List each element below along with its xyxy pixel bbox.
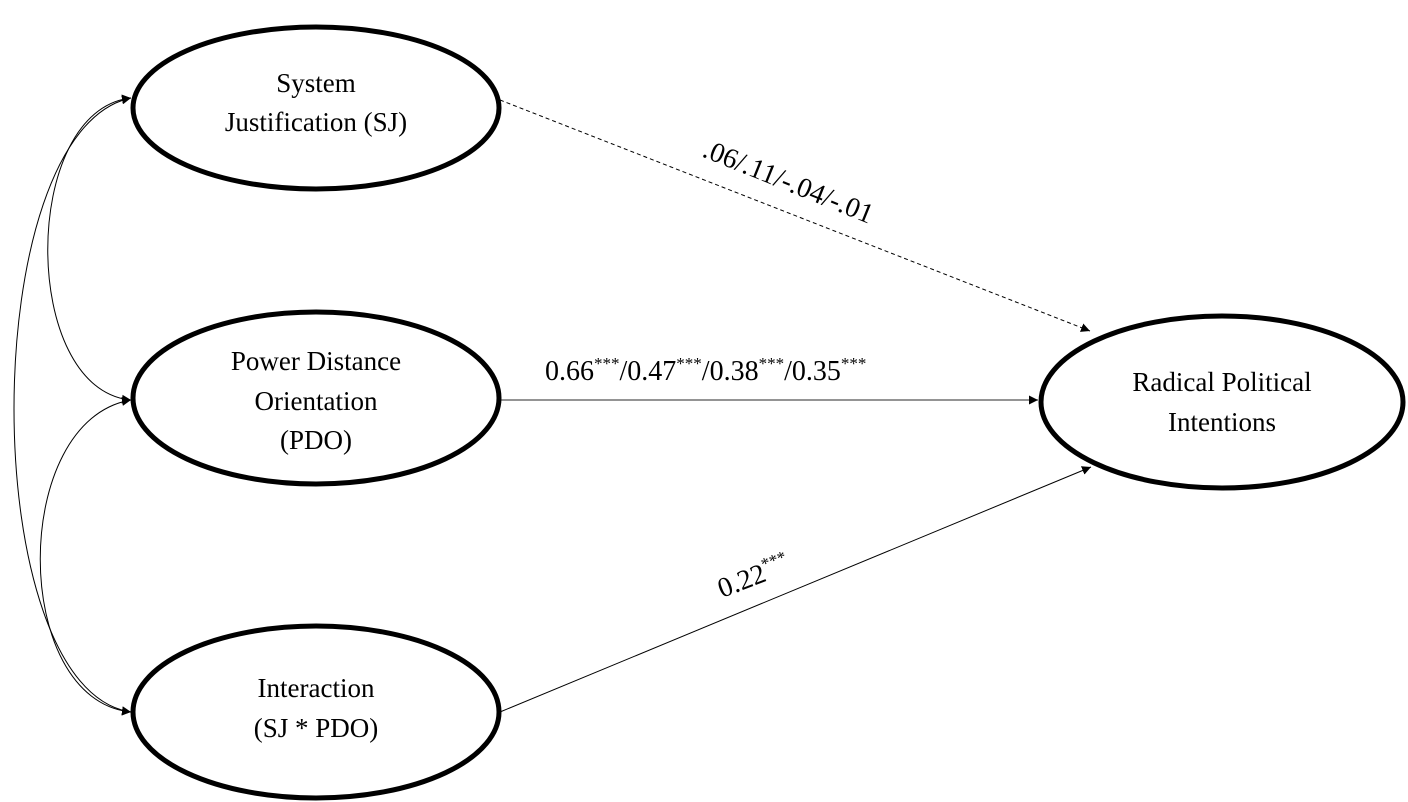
path-sj-rpi [499, 99, 1091, 332]
coef-sep: / [620, 356, 628, 387]
node-interaction [130, 623, 502, 801]
pdo-label-line1: Power Distance [231, 346, 401, 376]
rpi-label-line2: Intentions [1168, 407, 1276, 437]
coef-value: 0.38 [710, 356, 759, 387]
coef-value: 0.47 [627, 356, 676, 387]
coef-sig: *** [758, 547, 789, 574]
coef-sep: / [784, 356, 792, 387]
coef-pdo-rpi: 0.66***/0.47***/0.38***/0.35*** [545, 354, 866, 387]
node-pdo [130, 309, 502, 487]
covariance-pdo-interaction [39, 397, 132, 716]
coef-sig: *** [676, 354, 702, 373]
covariance-sj-interaction [13, 95, 132, 716]
rpi-label-line1: Radical Political [1132, 367, 1311, 397]
sj-label-line1: System [276, 68, 356, 98]
coef-sig: *** [841, 354, 867, 373]
coef-sep: / [702, 356, 710, 387]
pdo-label-line3: (PDO) [280, 425, 352, 455]
coef-value: 0.66 [545, 356, 594, 387]
path-interaction-rpi [499, 466, 1092, 713]
interaction-label-line1: Interaction [258, 673, 375, 703]
coef-sig: *** [759, 354, 785, 373]
sj-label-line2: Justification (SJ) [225, 107, 407, 137]
covariance-sj-pdo [47, 94, 132, 404]
node-rpi [1038, 313, 1406, 491]
coef-value: 0.35 [792, 356, 841, 387]
coef-sig: *** [594, 354, 620, 373]
interaction-label-line2: (SJ * PDO) [254, 713, 379, 743]
pdo-label-line2: Orientation [255, 386, 378, 416]
node-sj [130, 24, 502, 192]
coef-sj-rpi: .06/.11/-.04/-.01 [698, 134, 877, 231]
coef-interaction-rpi: 0.22*** [713, 547, 794, 605]
